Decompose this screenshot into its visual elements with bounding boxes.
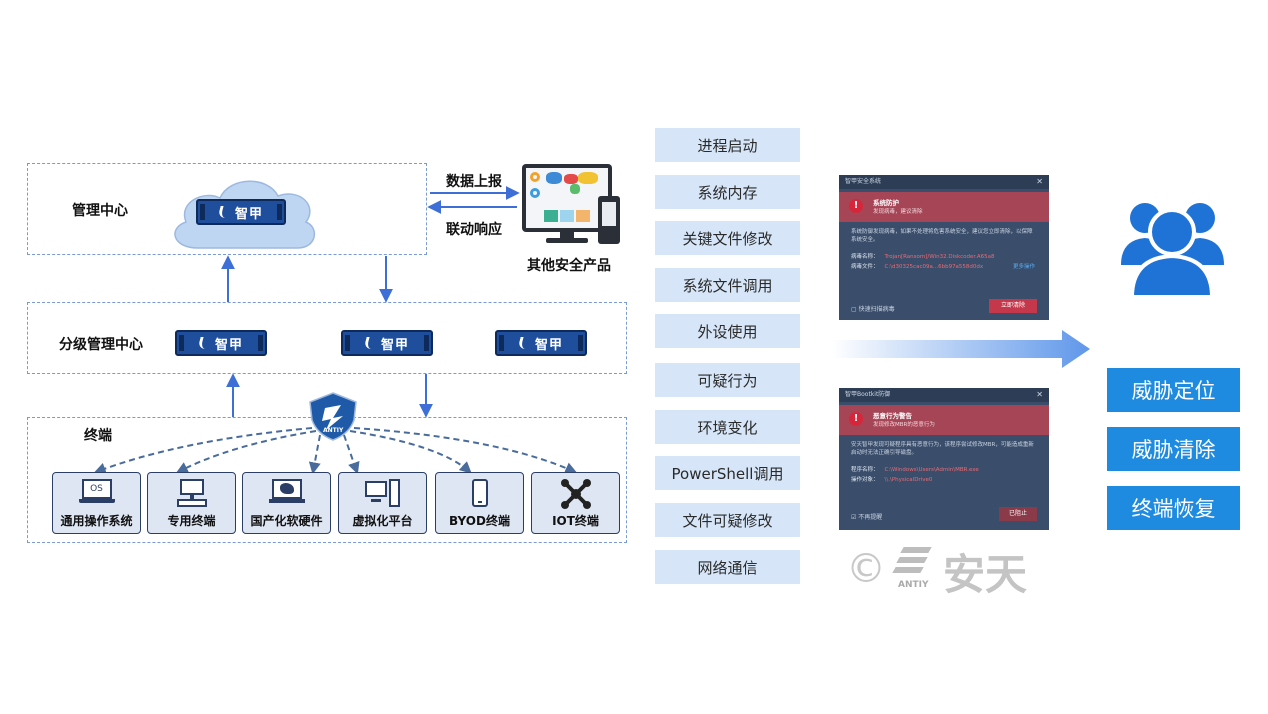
flow-arrow bbox=[832, 330, 1090, 368]
terminal-label: IOT终端 bbox=[552, 514, 599, 528]
sub-server-1: 智甲 bbox=[175, 330, 267, 356]
result-threat-removal: 威胁清除 bbox=[1107, 427, 1240, 471]
feature-item: 系统文件调用 bbox=[655, 268, 800, 302]
bootkit-alert-window: 智甲Bootkit防御✕ ! 恶意行为警告 发现修改MBR的恶意行为 安天智甲发… bbox=[839, 388, 1049, 530]
management-server: 智甲 bbox=[196, 199, 286, 225]
watermark-brand-en: ANTIY bbox=[898, 580, 929, 590]
close-icon[interactable]: ✕ bbox=[1036, 177, 1043, 186]
server-desktop-icon bbox=[364, 479, 401, 509]
terminal-general-os: OS 通用操作系统 bbox=[52, 472, 141, 534]
sub-management-label: 分级管理中心 bbox=[59, 337, 143, 353]
other-security-products-label: 其他安全产品 bbox=[527, 258, 611, 274]
clear-now-button[interactable]: 立即清除 bbox=[989, 299, 1037, 313]
kirin-laptop-icon bbox=[268, 479, 305, 505]
feature-item: PowerShell调用 bbox=[655, 456, 800, 490]
antiy-logo-icon bbox=[363, 337, 379, 349]
quick-scan-checkbox[interactable]: ▢ 快速扫描病毒 bbox=[851, 306, 895, 313]
copyright-symbol: © bbox=[846, 546, 886, 592]
virus-alert-window: 智甲安全系统✕ ! 系统防护 发现病毒，建议清除 系统防御发现病毒，如果不处理将… bbox=[839, 175, 1049, 320]
feature-item: 进程启动 bbox=[655, 128, 800, 162]
program-row: 程序名称：C:\Windows\Users\Admin\MBR.exe bbox=[851, 466, 979, 473]
desktop-icon bbox=[176, 479, 207, 509]
management-center-label: 管理中心 bbox=[72, 203, 128, 219]
warning-icon: ! bbox=[849, 199, 863, 213]
feature-item: 环境变化 bbox=[655, 410, 800, 444]
users-icon bbox=[1121, 203, 1224, 299]
terminal-label: 终端 bbox=[84, 428, 112, 444]
antiy-logo-icon bbox=[217, 206, 233, 218]
window-titlebar: 智甲Bootkit防御✕ bbox=[839, 388, 1049, 402]
laptop-icon: OS bbox=[78, 479, 115, 505]
sub-server-2: 智甲 bbox=[341, 330, 433, 356]
blocked-button[interactable]: 已阻止 bbox=[999, 507, 1037, 521]
data-report-label: 数据上报 bbox=[446, 174, 502, 190]
terminal-label: BYOD终端 bbox=[449, 514, 510, 528]
terminal-label: 国产化软硬件 bbox=[250, 514, 323, 528]
target-row: 操作对象：\\.\PhysicalDrive0 bbox=[851, 476, 933, 483]
terminal-label: 通用操作系统 bbox=[60, 514, 133, 528]
more-link[interactable]: 更多操作 bbox=[1012, 263, 1035, 270]
result-terminal-recovery: 终端恢复 bbox=[1107, 486, 1240, 530]
feature-item: 网络通信 bbox=[655, 550, 800, 584]
antiy-watermark-logo bbox=[892, 543, 938, 585]
warning-icon: ! bbox=[849, 412, 863, 426]
alert-description: 系统防御发现病毒，如果不处理将危害系统安全，建议您立即清除，以保障系统安全。 bbox=[851, 229, 1033, 244]
shield-label: ANTIY bbox=[323, 427, 344, 434]
terminal-dedicated: 专用终端 bbox=[147, 472, 236, 534]
feature-item: 文件可疑修改 bbox=[655, 503, 800, 537]
monitor-icon bbox=[522, 164, 620, 244]
terminal-virtualization: 虚拟化平台 bbox=[338, 472, 427, 534]
close-icon[interactable]: ✕ bbox=[1036, 390, 1043, 399]
result-threat-location: 威胁定位 bbox=[1107, 368, 1240, 412]
terminal-domestic: 国产化软硬件 bbox=[242, 472, 331, 534]
alert-description: 安天智甲发现可疑程序具有恶意行为，该程序尝试修改MBR，可能造成重新启动时无法正… bbox=[851, 442, 1034, 457]
feature-item: 可疑行为 bbox=[655, 363, 800, 397]
antiy-shield-icon bbox=[309, 392, 357, 441]
terminal-byod: BYOD终端 bbox=[435, 472, 524, 534]
linkage-response-label: 联动响应 bbox=[446, 222, 502, 238]
alert-banner: ! 恶意行为警告 发现修改MBR的恶意行为 bbox=[839, 405, 1049, 435]
management-center-region bbox=[27, 163, 427, 255]
terminal-label: 虚拟化平台 bbox=[352, 514, 413, 528]
feature-item: 关键文件修改 bbox=[655, 221, 800, 255]
terminal-iot: IOT终端 bbox=[531, 472, 620, 534]
dont-remind-checkbox[interactable]: ☑ 不再提醒 bbox=[851, 514, 883, 521]
sub-server-3: 智甲 bbox=[495, 330, 587, 356]
sub-management-region bbox=[27, 302, 627, 374]
network-nodes-icon bbox=[560, 479, 591, 509]
antiy-logo-icon bbox=[517, 337, 533, 349]
virus-name-row: 病毒名称：Trojan[Ransom]/Win32.Diskcoder.A65a… bbox=[851, 253, 995, 260]
antiy-logo-icon bbox=[197, 337, 213, 349]
feature-item: 系统内存 bbox=[655, 175, 800, 209]
terminal-label: 专用终端 bbox=[167, 514, 216, 528]
alert-banner: ! 系统防护 发现病毒，建议清除 bbox=[839, 192, 1049, 222]
watermark-brand: 安天 bbox=[943, 550, 1028, 599]
feature-item: 外设使用 bbox=[655, 314, 800, 348]
window-titlebar: 智甲安全系统✕ bbox=[839, 175, 1049, 189]
phone-icon bbox=[471, 479, 488, 507]
